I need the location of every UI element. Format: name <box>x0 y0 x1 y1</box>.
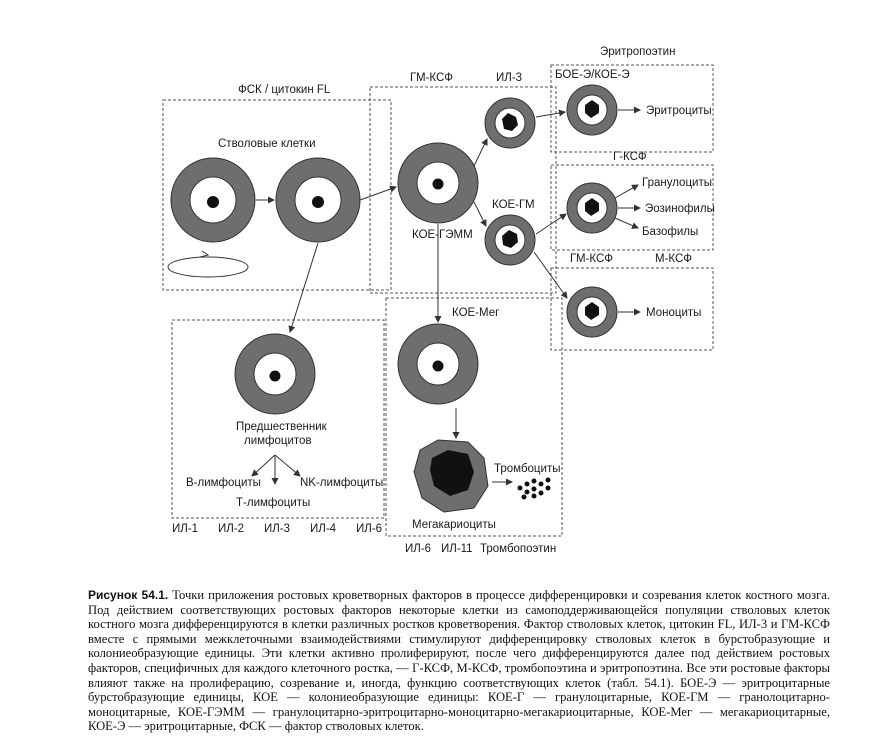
arrow-gm-to-mono <box>533 251 568 299</box>
monocyte-progenitor-cell <box>566 286 618 338</box>
caption-text: Точки приложения ростовых кроветворных ф… <box>88 588 830 734</box>
label-il3b: ИЛ-3 <box>264 523 290 535</box>
label-koe-gemm: КОЕ-ГЭММ <box>412 229 473 241</box>
label-monocytes: Моноциты <box>646 307 701 319</box>
label-lymph-precursor-1: Предшественник <box>236 421 328 433</box>
label-il1: ИЛ-1 <box>172 523 198 535</box>
label-erythrocytes: Эритроциты <box>646 105 712 117</box>
arrow-to-b <box>251 454 276 477</box>
label-basophils: Базофилы <box>642 226 698 238</box>
arrow-to-nk <box>274 454 301 477</box>
self-renewal-loop <box>167 256 249 278</box>
loop-arrowhead <box>199 250 210 258</box>
label-granulocytes: Гранулоциты <box>642 177 712 189</box>
lymphoid-precursor-cell <box>234 333 316 415</box>
label-il11: ИЛ-11 <box>441 543 473 555</box>
arrow-gran-out-3 <box>614 217 639 229</box>
label-thrombocytes: Тромбоциты <box>494 463 560 475</box>
arrow-stem-to-gemm <box>359 185 397 201</box>
granulocyte-progenitor-cell <box>566 182 618 234</box>
arrow-gran-out-1 <box>614 184 639 199</box>
label-koe-gm: КОЕ-ГМ <box>492 199 535 211</box>
label-il6b: ИЛ-6 <box>405 543 431 555</box>
caption-title: Рисунок 54.1. <box>88 588 169 602</box>
stem-cell-1 <box>170 157 256 243</box>
figure-caption: Рисунок 54.1. Точки приложения ростовых … <box>88 588 830 734</box>
granulocyte-box <box>550 164 714 251</box>
stem-cells-box <box>162 99 392 291</box>
arrow-top-to-ery <box>535 109 566 118</box>
arrow-stem-to-lymph <box>288 242 319 333</box>
arrow-gemm-to-top <box>473 138 488 167</box>
label-t-lymph: Т-лимфоциты <box>236 497 310 509</box>
arrow-gemm-to-gm <box>473 201 487 227</box>
koe-meg-cell <box>397 323 479 405</box>
monocyte-box <box>550 267 714 351</box>
label-fsk-fl: ФСК / цитокин FL <box>238 84 331 96</box>
label-il2: ИЛ-2 <box>218 523 244 535</box>
erythroid-cell <box>566 84 618 136</box>
progenitor-box <box>369 86 557 294</box>
label-eosinophils: Эозинофилы <box>645 203 715 215</box>
megakaryocyte-cell <box>413 439 489 513</box>
label-megakaryocytes: Мегакариоциты <box>412 519 496 531</box>
label-il4: ИЛ-4 <box>310 523 337 535</box>
label-il3: ИЛ-3 <box>496 72 522 84</box>
label-stem-cells: Стволовые клетки <box>218 138 316 150</box>
megakaryocyte-box <box>385 297 563 537</box>
stem-cell-2 <box>275 157 361 243</box>
label-erythropoietin: Эритропоэтин <box>600 46 675 58</box>
label-gm-csf-top: ГМ-КСФ <box>410 72 453 84</box>
label-boe-koe-e: БОЕ-Э/КОЕ-Э <box>555 69 630 81</box>
label-thrombopoietin: Тромбопоэтин <box>480 543 556 555</box>
label-m-csf: М-КСФ <box>655 253 692 265</box>
label-b-lymph: B-лимфоциты <box>186 477 261 489</box>
label-gm-csf-mid: ГМ-КСФ <box>570 253 613 265</box>
lymphoid-box <box>171 319 385 519</box>
koe-gemm-cell <box>397 142 479 224</box>
koe-gm-cell <box>484 214 536 266</box>
label-g-csf: Г-КСФ <box>613 151 647 163</box>
label-lymph-precursor-2: лимфоцитов <box>244 435 312 447</box>
label-koe-meg: КОЕ-Мег <box>452 307 499 319</box>
arrow-gm-to-gran <box>535 213 567 235</box>
erythroid-box <box>550 64 714 153</box>
hematopoiesis-diagram: ФСК / цитокин FL Стволовые клетки ГМ-КСФ… <box>162 46 715 555</box>
il3-progenitor-cell <box>484 97 536 149</box>
label-nk-lymph: NK-лимфоциты <box>300 477 383 489</box>
label-il6: ИЛ-6 <box>356 523 382 535</box>
thrombocytes-dots <box>517 477 551 500</box>
